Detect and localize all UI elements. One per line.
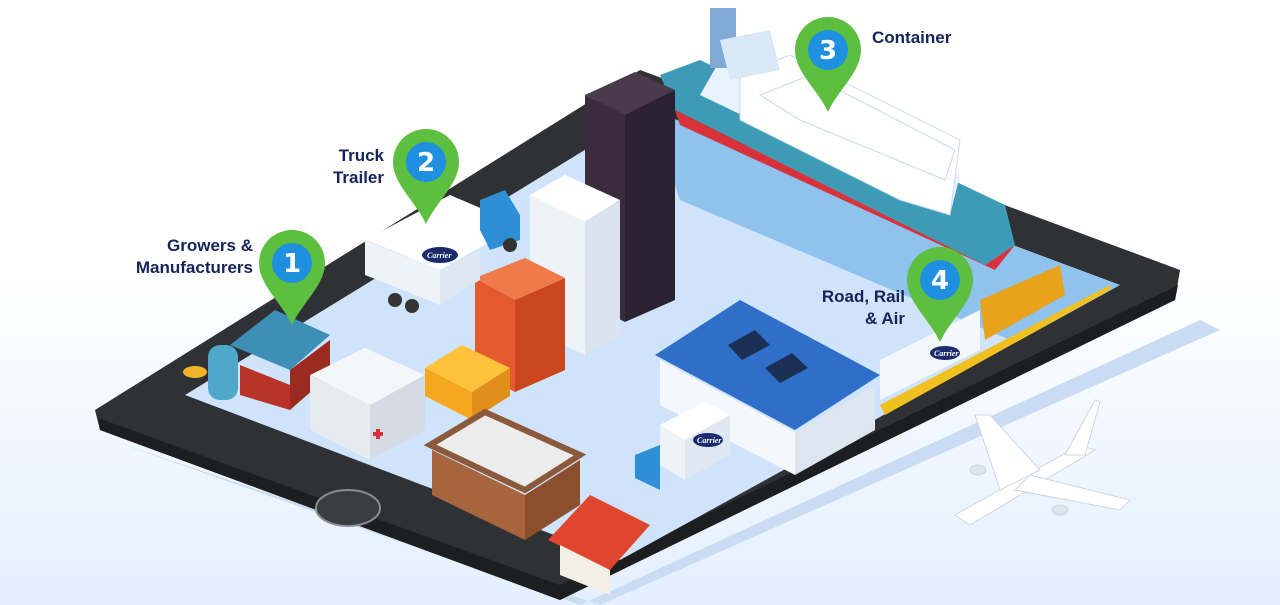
stage-1-label: Growers & Manufacturers xyxy=(136,235,253,279)
shop-building xyxy=(423,408,587,540)
pin-number: 1 xyxy=(283,249,301,279)
train: Carrier xyxy=(880,265,1110,415)
hospital-building xyxy=(310,348,425,460)
carrier-logo: Carrier xyxy=(697,436,722,445)
water xyxy=(650,110,1120,340)
pin-1[interactable]: 1 xyxy=(259,230,325,325)
pin-number: 2 xyxy=(417,148,435,178)
stage-2-label: Truck Trailer xyxy=(333,145,384,189)
house xyxy=(548,495,650,595)
pin-number: 3 xyxy=(819,36,837,66)
label-line: & Air xyxy=(865,309,905,328)
label-line: Truck xyxy=(338,146,384,165)
stage-4-label: Road, Rail & Air xyxy=(822,286,905,330)
label-line: Growers & xyxy=(167,236,253,255)
home-button[interactable] xyxy=(315,489,381,527)
pin-3[interactable]: 3 xyxy=(795,17,861,112)
pin-4[interactable]: 4 xyxy=(907,247,973,342)
truck-trailer: Carrier xyxy=(365,190,520,313)
carrier-logo: Carrier xyxy=(427,251,452,260)
pin-2[interactable]: 2 xyxy=(393,129,459,224)
label-line: Container xyxy=(872,28,952,47)
container-ship xyxy=(660,8,1015,270)
label-line: Manufacturers xyxy=(135,258,253,277)
airplane xyxy=(954,399,1131,526)
yellow-block xyxy=(425,345,510,420)
label-line: Road, Rail xyxy=(821,287,905,306)
delivery-truck: Carrier xyxy=(635,402,730,490)
stage-3-label: Container xyxy=(872,27,951,49)
carrier-logo: Carrier xyxy=(934,349,959,358)
label-line: Trailer xyxy=(332,168,384,187)
pin-number: 4 xyxy=(931,266,949,296)
